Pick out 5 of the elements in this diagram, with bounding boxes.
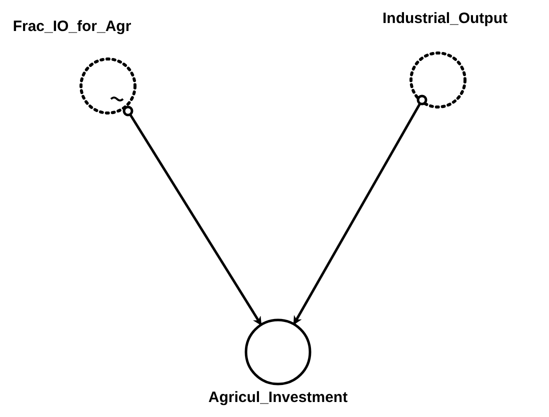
node-label: Agricul_Investment [208,389,348,406]
arrow [292,102,422,325]
node-label: Frac_IO_for_Agr [12,18,132,35]
node-label: Industrial_Output [382,10,508,27]
arrow [129,114,262,326]
